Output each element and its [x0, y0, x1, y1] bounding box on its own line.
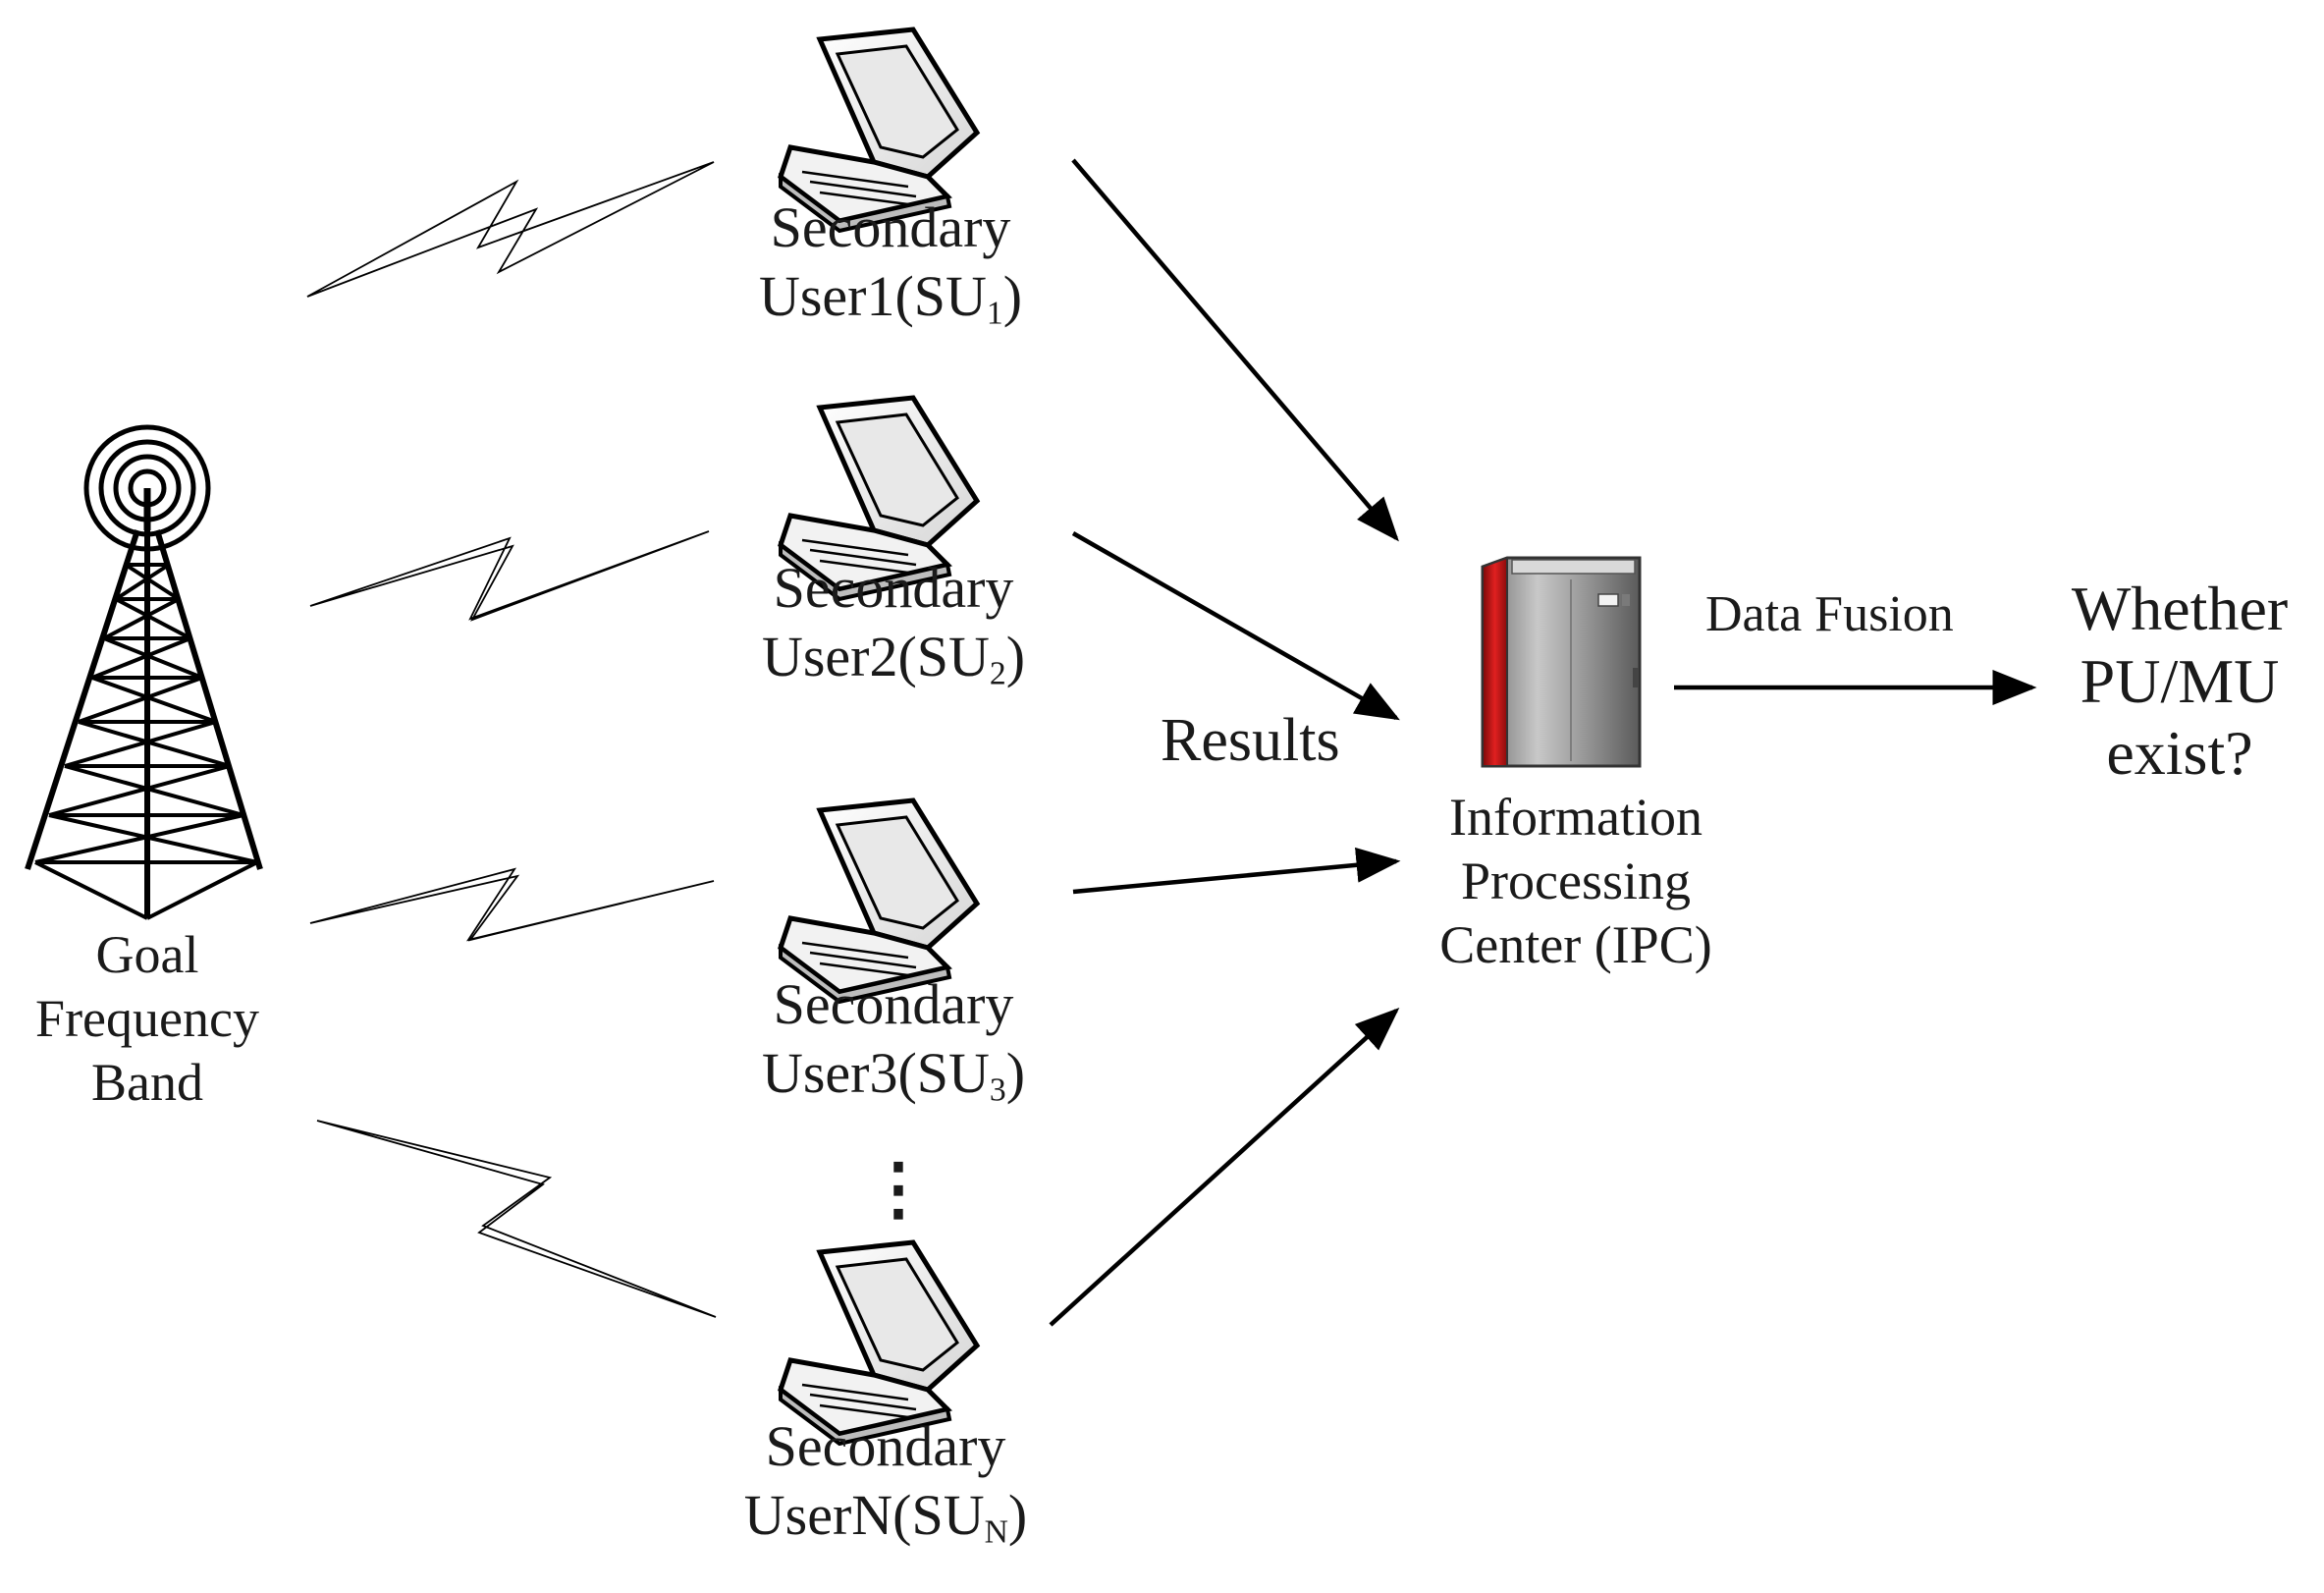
tower-label-line2: Frequency — [35, 988, 259, 1048]
arrow-sun-to-ipc — [1049, 1007, 1400, 1327]
sun-label-line2: UserN(SUN) — [743, 1482, 1028, 1550]
decision-label-line3: exist? — [2106, 718, 2253, 789]
su1-label: Secondary User1(SU1) — [665, 193, 1116, 330]
results-label: Results — [1161, 707, 1340, 774]
decision-label-line2: PU/MU — [2080, 645, 2280, 716]
laptop-icon-3 — [778, 797, 981, 1005]
su3-label: Secondary User3(SU3) — [668, 970, 1119, 1107]
data-fusion-label: Data Fusion — [1705, 586, 1954, 642]
lightning-bolt-icon-4 — [316, 1120, 717, 1318]
decision-label: Whether PU/MU exist? — [2032, 573, 2324, 790]
tower-label: Goal Frequency Band — [0, 923, 295, 1114]
sun-label-line1: Secondary — [765, 1414, 1006, 1478]
su3-label-line2: User3(SU3) — [761, 1040, 1026, 1108]
sun-label: Secondary UserN(SUN) — [660, 1412, 1111, 1549]
ipc-label-line1: Information — [1449, 788, 1702, 847]
su3-label-line1: Secondary — [773, 972, 1014, 1036]
su2-label-line1: Secondary — [773, 556, 1014, 620]
arrow-su1-to-ipc — [1071, 158, 1399, 542]
laptop-icon-1 — [778, 27, 981, 234]
decision-label-line1: Whether — [2071, 574, 2289, 643]
tower-label-line1: Goal — [95, 925, 199, 984]
su1-label-line2: User1(SU1) — [758, 263, 1023, 331]
su2-label: Secondary User2(SU2) — [668, 554, 1119, 690]
ellipsis-vertical: ⋮ — [864, 1152, 933, 1228]
ipc-label: Information Processing Center (IPC) — [1360, 786, 1792, 976]
ipc-label-line2: Processing — [1461, 851, 1691, 910]
lightning-bolt-icon-1 — [306, 161, 715, 298]
wireless-link-icons — [306, 161, 717, 1318]
antenna-tower-icon — [25, 424, 263, 920]
laptop-icon-2 — [778, 395, 981, 602]
su1-label-line1: Secondary — [770, 195, 1011, 259]
su2-label-line2: User2(SU2) — [761, 624, 1026, 691]
arrow-su3-to-ipc — [1072, 847, 1401, 895]
ipc-label-line3: Center (IPC) — [1439, 914, 1712, 974]
result-arrows — [1049, 158, 1401, 1327]
tower-label-line3: Band — [91, 1052, 203, 1112]
laptop-icon-4 — [778, 1239, 981, 1447]
server-icon — [1481, 556, 1642, 768]
lightning-bolt-icon-2 — [309, 530, 710, 622]
lightning-bolt-icon-3 — [309, 867, 715, 942]
arrow-su2-to-ipc — [1071, 531, 1400, 721]
